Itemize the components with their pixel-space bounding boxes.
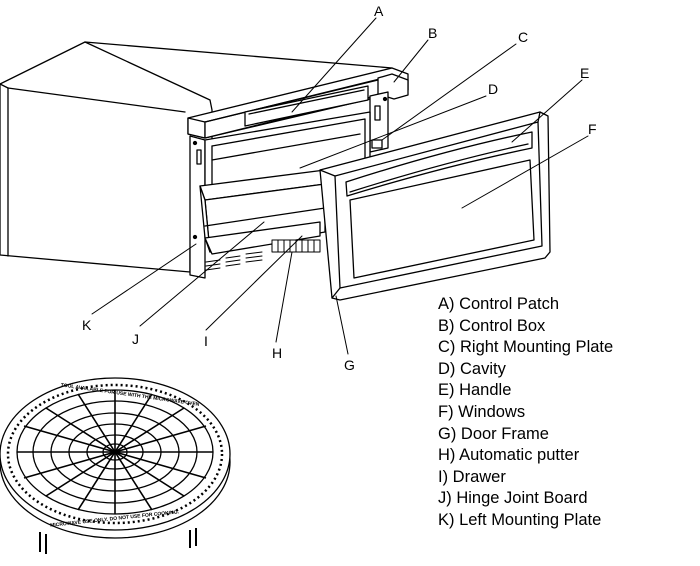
legend-item-a: A) Control Patch bbox=[438, 295, 560, 313]
callout-j: J bbox=[132, 331, 139, 347]
window-panel bbox=[349, 159, 535, 279]
automatic-putter bbox=[271, 239, 321, 253]
callout-d: D bbox=[488, 81, 498, 97]
leader-j bbox=[139, 221, 265, 327]
leader-e bbox=[511, 79, 583, 143]
legend-item-j: J) Hinge Joint Board bbox=[438, 489, 588, 508]
round-rack bbox=[0, 377, 231, 554]
callout-f: F bbox=[588, 121, 597, 137]
parts-legend: A) Control Patch B) Control Box C) Right… bbox=[438, 294, 613, 532]
callout-k: K bbox=[82, 317, 92, 333]
callout-a: A bbox=[374, 3, 384, 19]
legend-item-b: B) Control Box bbox=[438, 316, 546, 335]
leader-i bbox=[205, 235, 303, 331]
legend-item-e: E) Handle bbox=[438, 381, 512, 400]
legend-item-d: D) Cavity bbox=[438, 359, 506, 378]
callout-letters: A B C D E F G H I J K bbox=[82, 3, 597, 373]
leader-c bbox=[381, 43, 517, 141]
legend-item-k: K) Left Mounting Plate bbox=[438, 510, 602, 529]
handle bbox=[345, 131, 533, 197]
hinge-joint-board bbox=[204, 221, 321, 255]
leader-lines bbox=[91, 17, 589, 355]
callout-i: I bbox=[204, 333, 208, 349]
leader-a bbox=[291, 17, 377, 113]
right-mounting-plate bbox=[369, 91, 389, 153]
leader-h bbox=[275, 251, 293, 343]
callout-g: G bbox=[344, 357, 355, 373]
callout-b: B bbox=[428, 25, 437, 41]
left-mounting-plate bbox=[189, 135, 206, 279]
control-patch bbox=[244, 85, 369, 127]
legend-item-f: F) Windows bbox=[438, 402, 526, 421]
callout-h: H bbox=[272, 345, 282, 361]
callout-c: C bbox=[518, 29, 528, 45]
legend-item-g: G) Door Frame bbox=[438, 424, 549, 443]
vent-slots bbox=[205, 251, 263, 271]
leader-g bbox=[335, 295, 349, 355]
legend-item-c: C) Right Mounting Plate bbox=[438, 338, 614, 357]
leader-b bbox=[393, 39, 429, 83]
leader-f bbox=[461, 135, 589, 209]
leader-k bbox=[91, 243, 197, 315]
legend-item-h: H) Automatic putter bbox=[438, 446, 580, 465]
legend-item-i: I) Drawer bbox=[438, 467, 506, 486]
callout-e: E bbox=[580, 65, 589, 81]
leader-d bbox=[299, 95, 487, 169]
